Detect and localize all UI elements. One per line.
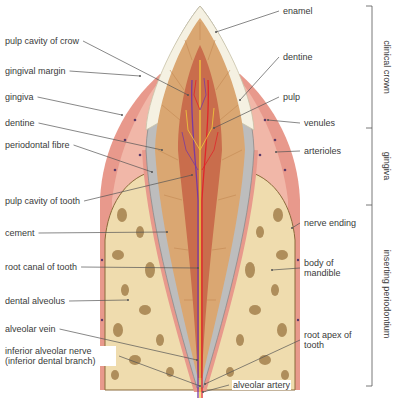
part-label: enamel (282, 6, 314, 16)
leader-dot (121, 114, 123, 116)
leader-dot (127, 299, 129, 301)
part-label: periodontal fibre (4, 140, 71, 150)
leader-line (276, 151, 300, 152)
leader-dot (139, 75, 141, 77)
leader-line (38, 97, 122, 115)
region-label: gingiva (382, 150, 392, 183)
leader-dot (196, 359, 198, 361)
part-label: arterioles (303, 146, 342, 156)
leader-line (214, 97, 279, 128)
leader-line (74, 145, 152, 172)
leader-line (119, 356, 200, 386)
leader-line (268, 120, 300, 123)
leader-line (240, 57, 279, 100)
part-label: cement (4, 228, 36, 238)
part-label: inferior alveolar nerve (inferior dental… (4, 346, 116, 366)
leader-line (203, 385, 229, 392)
leader-dot (197, 267, 199, 269)
leader-dot (239, 99, 241, 101)
pulp-branches (182, 78, 218, 170)
part-label: dental alveolus (4, 296, 66, 306)
leader-dot (191, 174, 193, 176)
leader-dot (291, 227, 293, 229)
leader-dot (271, 269, 273, 271)
region-label: clinical crown (382, 38, 392, 96)
leader-line (81, 267, 198, 268)
part-label: alveolar vein (4, 324, 57, 334)
part-label: gingiva (4, 92, 35, 102)
alveolar-nerve (199, 60, 200, 398)
part-label: venules (303, 118, 336, 128)
alveolar-artery (202, 80, 208, 398)
region-bracket (366, 6, 372, 386)
part-label: root canal of tooth (4, 262, 78, 272)
leader-dot (267, 119, 269, 121)
region-label: inserting periodontium (382, 248, 392, 341)
part-label: pulp cavity of crow (4, 36, 80, 46)
part-label: gingival margin (4, 66, 67, 76)
leader-dot (187, 94, 189, 96)
leader-dot (166, 231, 168, 233)
leader-line (70, 71, 140, 76)
leader-line (216, 11, 279, 32)
leader-dot (151, 171, 153, 173)
leader-dot (215, 31, 217, 33)
leader-dot (202, 391, 204, 393)
leader-line (84, 175, 192, 201)
leader-dot (213, 127, 215, 129)
leader-line (205, 340, 300, 384)
leader-dot (275, 151, 277, 153)
alveolar-vein (192, 80, 198, 398)
part-label: dentine (282, 52, 314, 62)
part-label: dentine (4, 118, 36, 128)
leader-line (83, 41, 188, 95)
part-label: body of mandible (303, 258, 369, 278)
leader-line (292, 223, 300, 228)
part-label: pulp (282, 92, 301, 102)
leader-line (69, 300, 128, 301)
leader-dot (199, 385, 201, 387)
leader-dot (204, 383, 206, 385)
part-label: root apex of tooth (303, 330, 369, 350)
leader-line (39, 232, 167, 233)
part-label: pulp cavity of tooth (4, 196, 81, 206)
part-label: alveolar artery (232, 380, 291, 390)
part-label: nerve ending (303, 218, 357, 228)
leader-line (272, 268, 300, 270)
leader-dot (161, 149, 163, 151)
